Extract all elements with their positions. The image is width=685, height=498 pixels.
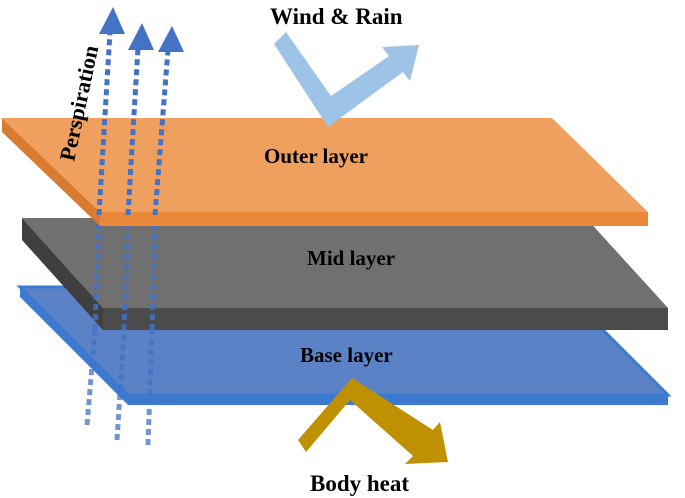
- perspiration-arrow-3-head: [158, 26, 184, 52]
- body-heat-arrow-icon: [298, 378, 448, 464]
- perspiration-arrow-2: [125, 47, 141, 216]
- base-layer-label: Base layer: [300, 343, 393, 367]
- perspiration-arrow-1-head: [99, 7, 125, 34]
- outer-layer: [2, 118, 648, 226]
- perspiration-arrow-3: [152, 49, 171, 216]
- mid-layer-surface: [22, 218, 668, 308]
- body-heat-label: Body heat: [310, 471, 409, 496]
- perspiration-arrow-1: [96, 31, 113, 216]
- outer-layer-side-front: [100, 212, 648, 226]
- wind-rain-arrow-icon: [274, 32, 419, 127]
- outer-layer-label: Outer layer: [264, 144, 368, 168]
- mid-layer: [22, 218, 668, 330]
- outer-layer-side-left: [2, 118, 100, 226]
- perspiration-arrows-middle: [92, 214, 158, 331]
- perspiration-arrows: [96, 7, 184, 216]
- wind-rain-label: Wind & Rain: [270, 4, 403, 29]
- mid-layer-side-front: [103, 308, 668, 330]
- perspiration-arrows-lower: [84, 329, 155, 446]
- outer-layer-surface: [2, 118, 648, 212]
- mid-layer-side-left: [22, 218, 103, 330]
- mid-layer-label: Mid layer: [307, 246, 395, 270]
- perspiration-arrow-2-head: [128, 23, 154, 50]
